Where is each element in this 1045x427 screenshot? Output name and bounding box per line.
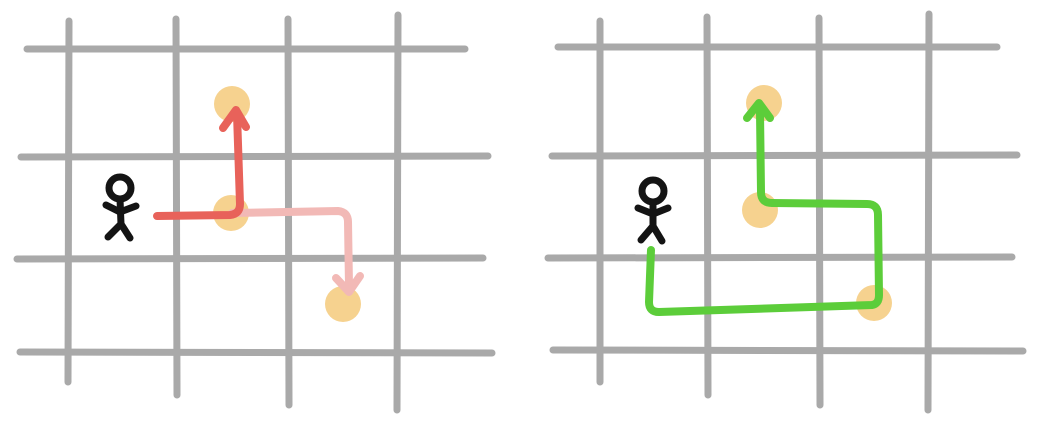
right-grid-h3 xyxy=(544,253,1016,262)
stick-figure-icon xyxy=(634,176,672,245)
left-grid xyxy=(13,11,496,414)
right-panel xyxy=(544,10,1027,414)
left-grid-h2 xyxy=(17,152,492,161)
left-target-down-right xyxy=(325,286,361,322)
full-loop-arrowhead xyxy=(743,99,774,122)
left-grid-v1 xyxy=(64,17,73,386)
right-grid-v2 xyxy=(703,13,712,399)
left-grid-v4 xyxy=(393,11,402,414)
left-panel xyxy=(13,11,496,414)
left-grid-v2 xyxy=(172,15,181,399)
right-grid-h2 xyxy=(548,151,1021,160)
short-path-up xyxy=(153,110,244,220)
right-grid-h4 xyxy=(549,346,1027,355)
right-grid xyxy=(544,10,1027,414)
left-grid-h3 xyxy=(13,254,487,263)
detour-path-down xyxy=(228,207,353,290)
short-path-arrowhead xyxy=(219,106,250,132)
right-grid-v3 xyxy=(815,14,824,409)
full-loop-path xyxy=(645,108,883,316)
right-grid-v4 xyxy=(924,10,933,414)
stick-figure-icon xyxy=(102,173,140,242)
detour-path-arrowhead xyxy=(332,272,364,296)
left-grid-h4 xyxy=(16,348,496,357)
